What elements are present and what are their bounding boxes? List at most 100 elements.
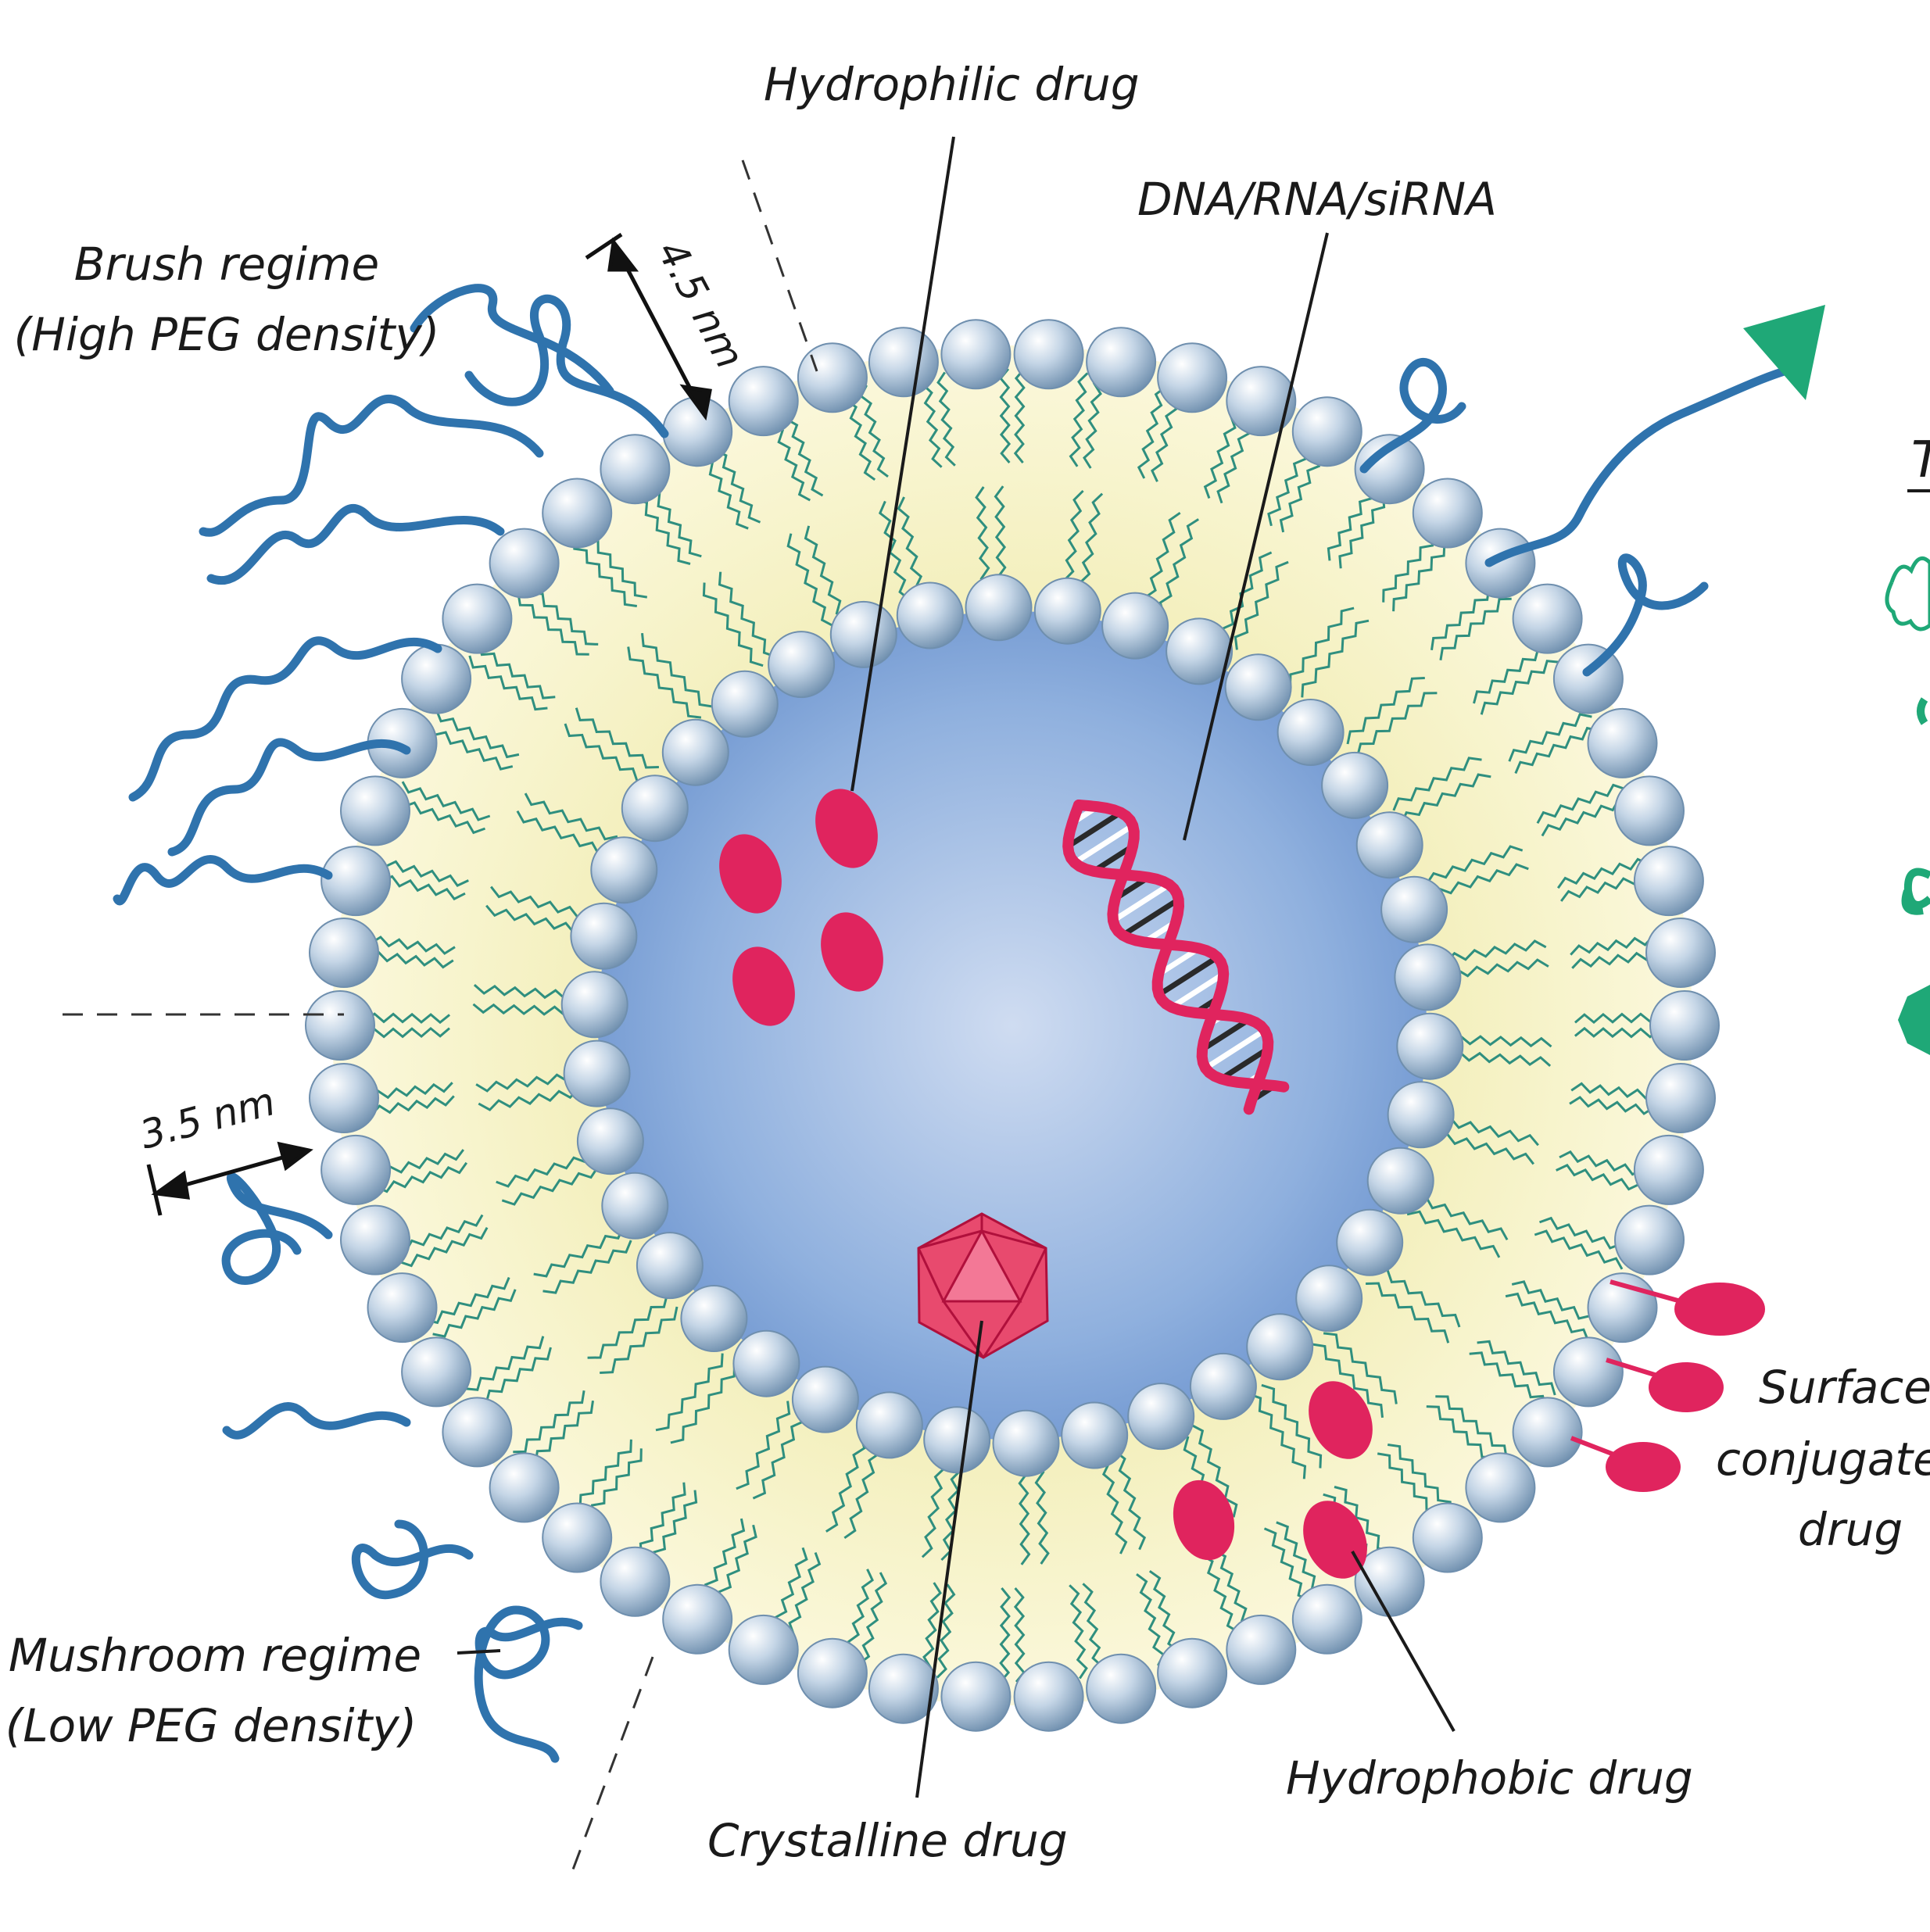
lipid-tail [843, 1440, 882, 1540]
dna-strand [1062, 800, 1274, 1115]
lipid-head [728, 1614, 799, 1685]
lipid-head [340, 775, 410, 846]
hydrophobic-drug-particle [1303, 1501, 1367, 1579]
lipid-head [1246, 1313, 1314, 1381]
label-crystalline-drug: Crystalline drug [707, 1814, 1068, 1867]
lipid-tail [432, 1289, 517, 1338]
lipid-tail [496, 1150, 595, 1188]
lipid-head [1366, 1147, 1434, 1215]
lipid-tail [524, 792, 618, 841]
lipid-head [791, 1365, 859, 1433]
peg-chain [206, 504, 505, 585]
lipid-head [1226, 366, 1297, 437]
hydrophilic-drugs [719, 789, 883, 1026]
lipid-head [1512, 1397, 1583, 1468]
lipid-head [600, 1546, 671, 1617]
lipid-tail [1136, 1573, 1166, 1666]
lipid-tail [1356, 692, 1438, 757]
lipid-head [1387, 1081, 1455, 1149]
peg-chain [113, 855, 333, 906]
lipid-tail [485, 904, 586, 935]
lipid-tail [1413, 1195, 1509, 1241]
hydrophobic-drug-particle [1309, 1381, 1373, 1459]
lipid-tail [564, 723, 650, 782]
lipid-tail [641, 632, 713, 708]
lipid-tail [1392, 540, 1457, 612]
lipid-tail [1505, 1292, 1590, 1342]
arrow-head-icon [607, 237, 639, 272]
lipid-head [489, 528, 560, 599]
lipid-head [940, 319, 1012, 390]
lipid-head [542, 478, 613, 549]
peg-chain [167, 738, 411, 857]
lipid-tail [936, 1583, 956, 1679]
lipid-tail [736, 1401, 791, 1490]
lipid-tail [1114, 1450, 1147, 1551]
lipid-tail [1261, 1383, 1323, 1469]
lipid-tail [1083, 374, 1105, 469]
lipid-tail [670, 1363, 736, 1444]
lipid-tail [1534, 1229, 1624, 1270]
lipid-tail [1312, 1343, 1384, 1419]
lipid-head [1552, 1336, 1624, 1408]
lipid-tail [468, 655, 548, 711]
lipid-head [560, 971, 628, 1039]
lipid-head [1226, 1614, 1297, 1685]
peg-chain [1484, 363, 1803, 567]
lipid-tail [435, 709, 520, 759]
base-pair [1066, 810, 1123, 849]
lipid-tail [533, 1225, 625, 1278]
lipid-tail [859, 385, 889, 478]
hydrophobic-drug-particle [1173, 1479, 1235, 1561]
peg-chain [474, 1605, 583, 1763]
guide-lines [63, 159, 818, 1877]
lipid-head [1127, 1383, 1195, 1451]
lipid-head [1033, 577, 1101, 645]
lipid-head [965, 574, 1033, 642]
lipid-head [868, 327, 939, 398]
lipid-tail [1366, 1282, 1450, 1343]
lipid-tail [424, 1276, 510, 1325]
base-pair [1219, 1046, 1269, 1082]
lipid-head [320, 846, 392, 917]
lipid-tail [396, 796, 486, 835]
lipid-tail [1387, 1444, 1452, 1515]
peg-chain [410, 284, 614, 395]
lipid-tail [1082, 1583, 1104, 1678]
label-mushroom-density: (Low PEG density) [5, 1699, 417, 1752]
lipid-tail [490, 886, 590, 919]
lipid-head [1013, 319, 1084, 390]
conjugation-link [1610, 1279, 1681, 1304]
lipid-head [992, 1409, 1060, 1477]
lipid-head [1380, 875, 1448, 943]
lipid-tail [627, 646, 702, 719]
label-dim-left: 3.5 nm [135, 1079, 280, 1158]
lipid-head [1614, 1204, 1685, 1275]
lipid-head [1295, 1265, 1363, 1333]
lipid-head [1633, 1134, 1704, 1205]
base-pair [1157, 954, 1219, 997]
lipid-tail [1158, 518, 1200, 616]
lipid-head [680, 1285, 748, 1352]
label-surface-drug: drug [1798, 1503, 1903, 1556]
lipid-head [1512, 583, 1583, 654]
lipid-tail [1448, 1050, 1552, 1068]
peg-chain [1359, 358, 1466, 474]
lipid-head [1061, 1401, 1129, 1469]
dim-top-shaft [615, 249, 702, 408]
label-dim-top: 4.5 nm [648, 233, 753, 375]
crystalline-drug-icon [917, 1212, 1049, 1359]
lipid-tail [1033, 1462, 1050, 1565]
lipid-head [563, 1039, 631, 1107]
lipid-tail [994, 485, 1007, 589]
lipid-tail [1556, 1164, 1649, 1195]
lipid-tail [1143, 511, 1181, 610]
lipid-head [542, 1502, 613, 1573]
lipid-head [1291, 1583, 1362, 1655]
lipid-head [1013, 1661, 1084, 1732]
leader-hydrophobic [1351, 1551, 1456, 1732]
lipid-head [590, 836, 658, 904]
lipid-head [1645, 1063, 1716, 1133]
lipid-head [442, 1397, 513, 1468]
lipid-head [1189, 1352, 1257, 1420]
